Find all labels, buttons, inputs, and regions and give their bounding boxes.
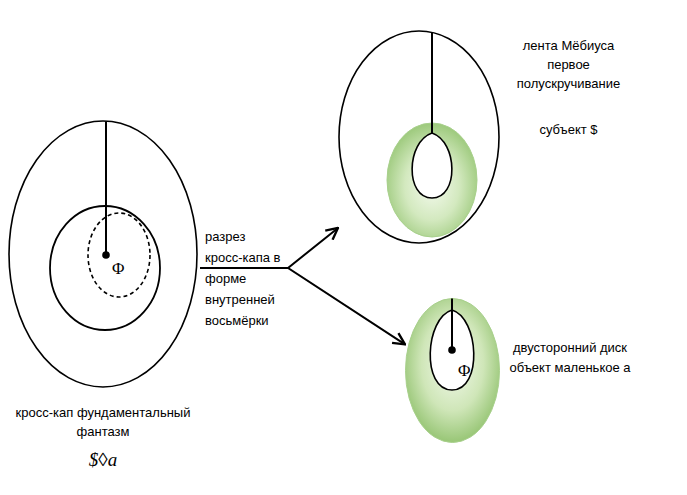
moebius-green-band xyxy=(387,123,477,237)
cross-cap-outline xyxy=(9,121,197,387)
two-sided-disc: двусторонний диск объект маленькое aΦ xyxy=(405,298,500,443)
phi-symbol: Φ xyxy=(458,361,470,381)
figure-caption: двусторонний диск объект маленькое a xyxy=(505,338,635,378)
moebius-hole xyxy=(412,133,452,198)
phi-symbol: Φ xyxy=(112,259,124,279)
phallus-point xyxy=(102,251,110,259)
edge-label: разрез кросс-капа в форме внутренней вос… xyxy=(205,226,283,331)
cross-cap-outline xyxy=(8,120,198,388)
disc-hole: Φ xyxy=(421,310,483,390)
figure-caption: кросс-кап фундаментальный фантазм xyxy=(8,403,198,441)
phallus-point xyxy=(448,346,456,354)
figure-caption: лента Мёбиуса первое полускручивание xyxy=(506,36,631,93)
disc-hole-outline xyxy=(421,310,483,390)
moebius-outline xyxy=(339,31,499,243)
phi-region: Φ xyxy=(88,213,150,297)
cut-line xyxy=(451,299,453,351)
cut-line xyxy=(431,33,433,134)
cross-cap: кросс-кап фундаментальный фантазм$◊aΦ xyxy=(8,120,198,388)
phi-region-outline xyxy=(88,213,150,297)
moebius-band-outline xyxy=(338,30,500,244)
dashed-loop xyxy=(88,213,150,297)
subject-label: субъект $ xyxy=(506,120,631,139)
disc-green xyxy=(406,299,500,443)
moebius-band: лента Мёбиуса первое полускручиваниесубъ… xyxy=(338,30,500,244)
formula: $◊a xyxy=(8,448,198,472)
cut-line xyxy=(105,122,107,256)
